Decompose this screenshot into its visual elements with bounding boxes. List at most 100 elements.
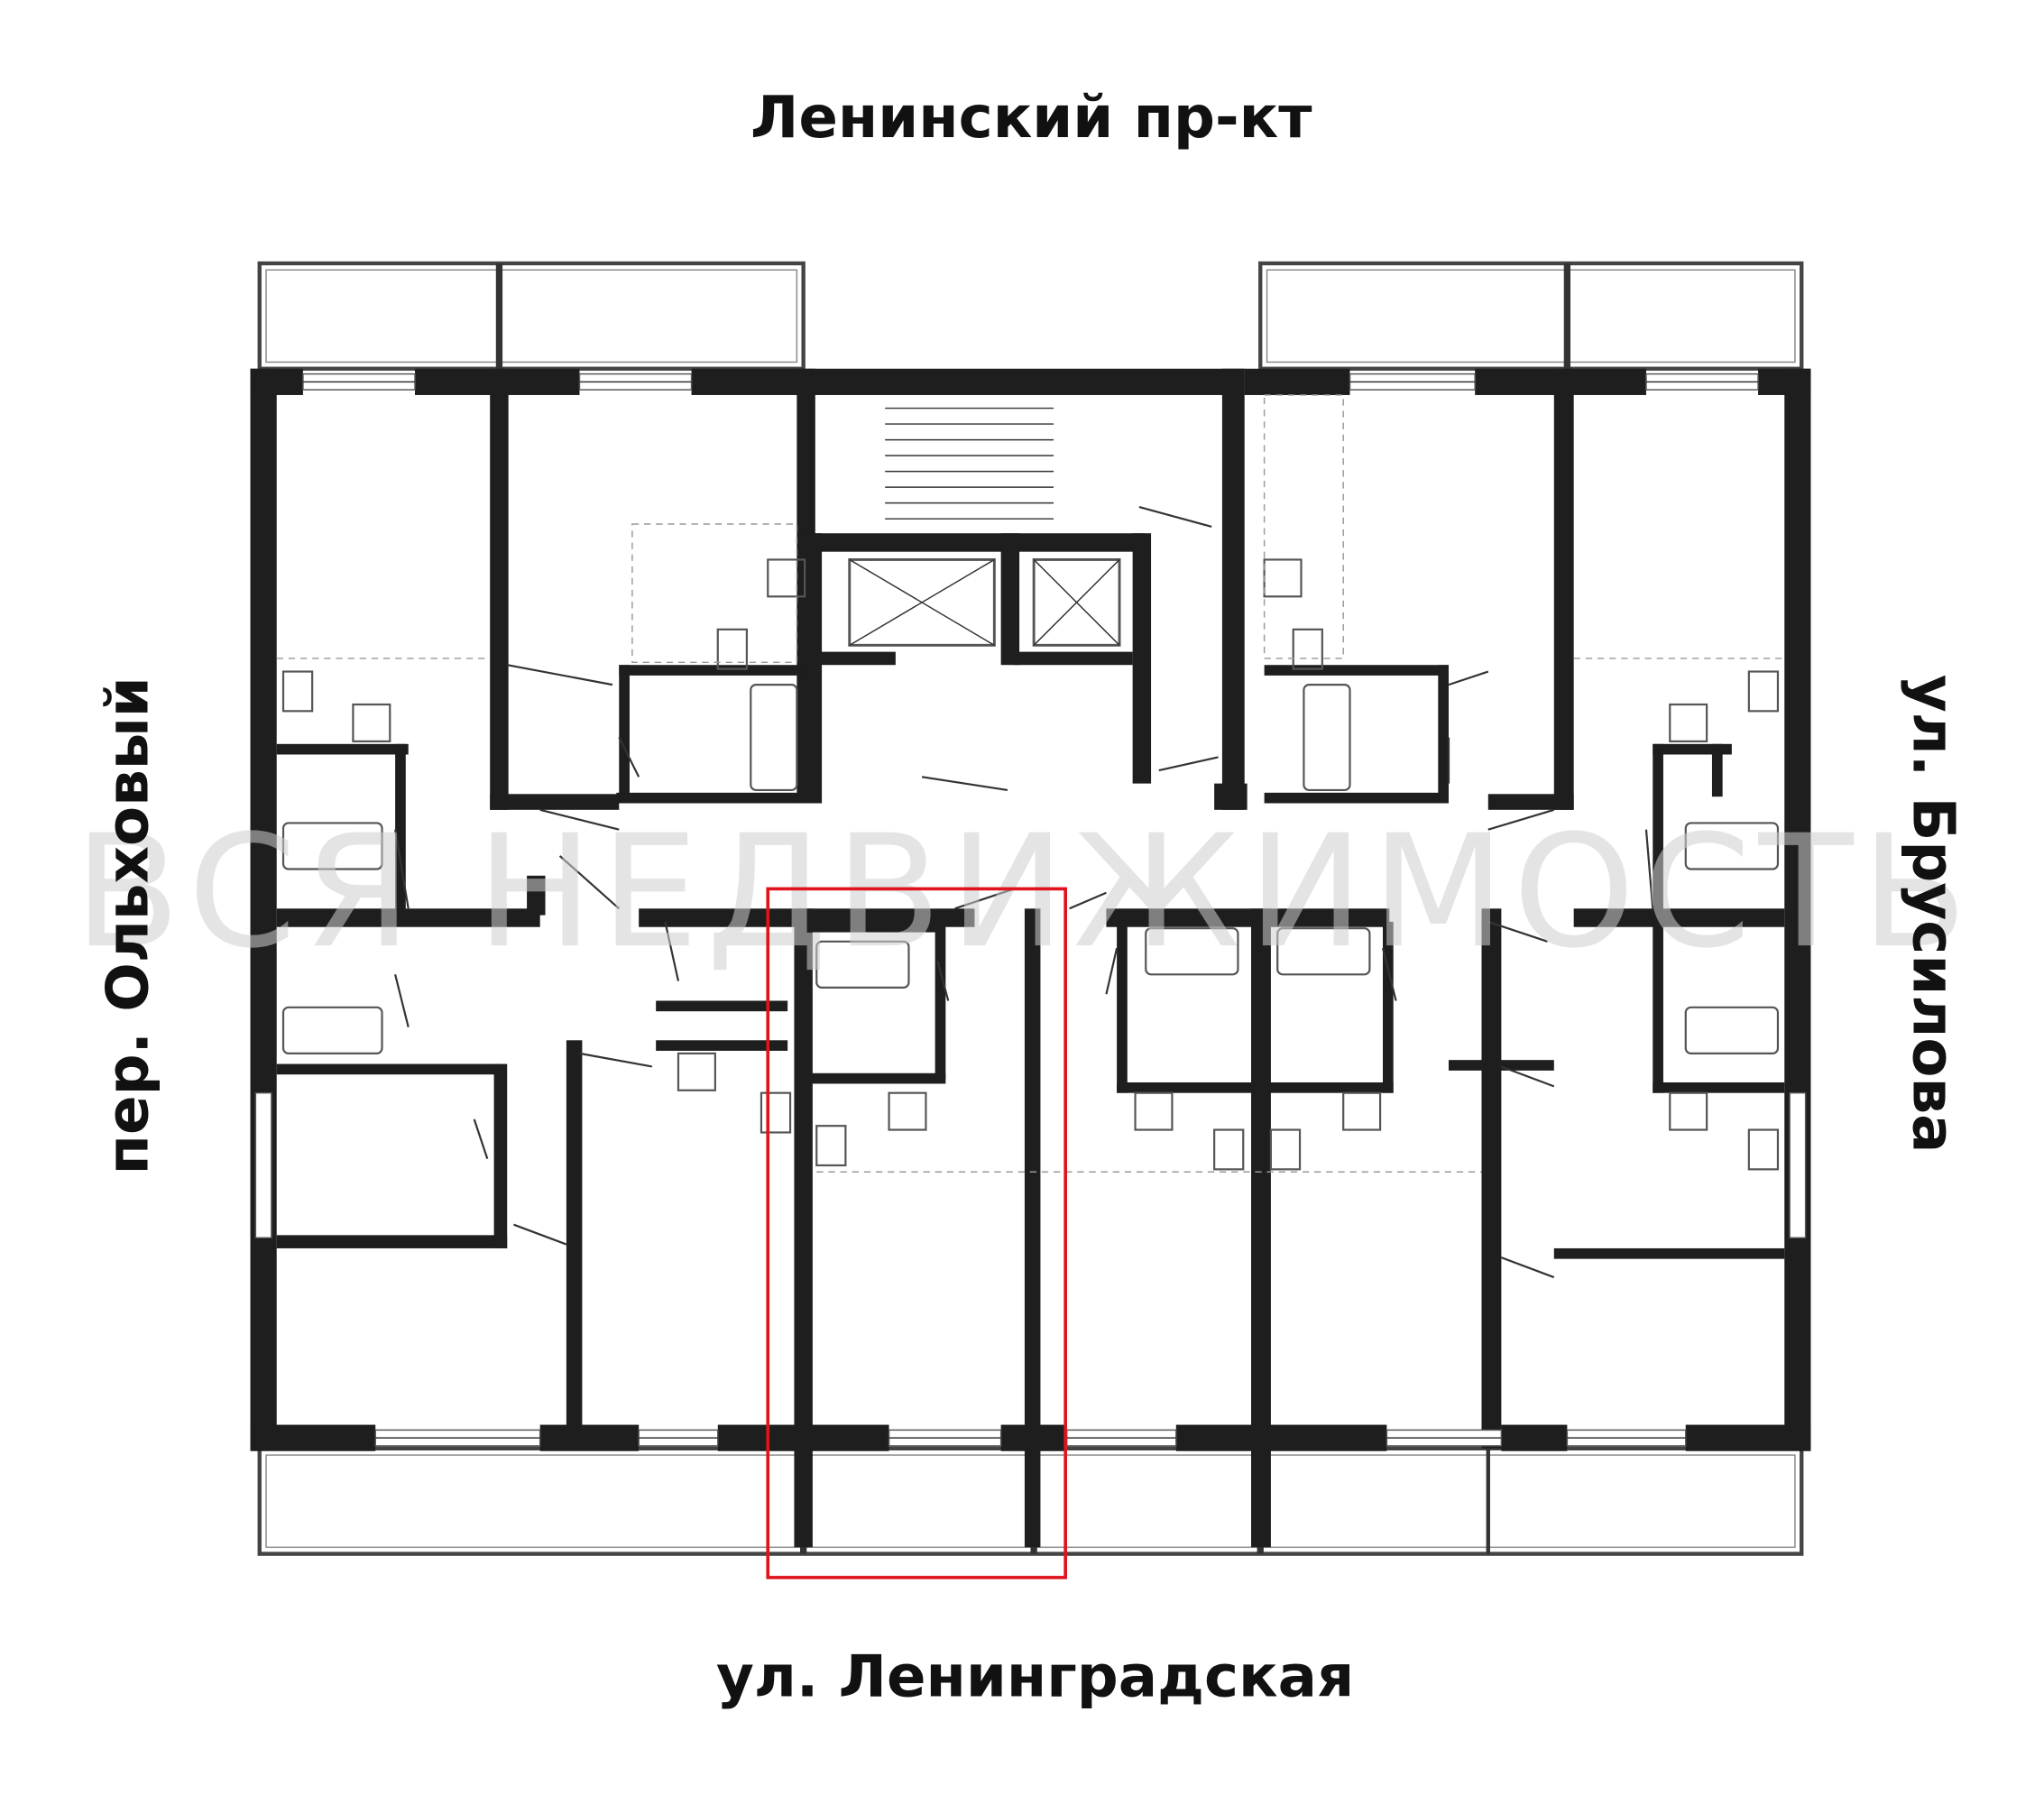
selected-apartment-highlight[interactable] xyxy=(766,887,1067,1579)
door-swing xyxy=(1381,947,1397,1001)
wall xyxy=(809,651,896,666)
wall xyxy=(1553,1247,1785,1259)
door-swing xyxy=(579,1052,652,1068)
wall xyxy=(250,368,277,1449)
door-swing xyxy=(954,888,1015,910)
wall xyxy=(1438,665,1449,797)
stove xyxy=(1263,558,1303,598)
wall xyxy=(1553,368,1574,810)
street-label-top: Ленинский пр-кт xyxy=(750,84,1312,152)
stove xyxy=(1134,1091,1174,1131)
stove xyxy=(1342,1091,1382,1131)
wall xyxy=(1653,743,1663,922)
wall xyxy=(1573,908,1785,927)
street-label-left: пер. Ольховый xyxy=(95,676,162,1174)
wall xyxy=(1000,533,1020,666)
wall xyxy=(395,743,406,916)
door-swing xyxy=(664,921,680,981)
wall xyxy=(1501,1424,1568,1451)
street-label-right: ул. Брусилова xyxy=(1899,675,1966,1154)
wall xyxy=(276,1063,501,1075)
window xyxy=(1789,1091,1807,1238)
walls xyxy=(250,368,1811,1548)
wall xyxy=(619,665,804,676)
balcony xyxy=(1258,261,1804,371)
door-swing xyxy=(394,974,410,1027)
wall xyxy=(1653,743,1732,755)
wall xyxy=(803,533,1146,552)
wall xyxy=(1264,792,1449,804)
door-swing xyxy=(618,737,640,778)
sink xyxy=(1292,628,1323,670)
wall xyxy=(616,792,801,804)
wall xyxy=(1106,908,1390,927)
wall xyxy=(1481,908,1502,1449)
wall xyxy=(1448,1060,1554,1071)
balcony xyxy=(257,261,806,371)
bathtub xyxy=(1303,684,1351,792)
bathtub xyxy=(815,940,910,989)
bathtub xyxy=(750,684,798,792)
door-swing xyxy=(1644,829,1654,909)
door-swing xyxy=(936,961,950,1001)
door-swing xyxy=(1487,808,1555,831)
sink xyxy=(760,1091,792,1134)
elevator-cross xyxy=(849,558,995,646)
elevator xyxy=(848,557,996,647)
door-swing xyxy=(394,829,410,909)
stove xyxy=(677,1052,716,1091)
door-swing xyxy=(1138,505,1212,528)
stove xyxy=(352,703,391,742)
bathtub xyxy=(1145,927,1239,976)
stove xyxy=(1669,703,1708,742)
door-swing xyxy=(558,855,621,910)
fixtures xyxy=(276,394,1785,1279)
wall xyxy=(490,794,620,810)
bathtub xyxy=(281,822,383,870)
door-swing xyxy=(1158,756,1219,772)
wall xyxy=(1685,1424,1811,1451)
wall xyxy=(803,921,942,933)
wall xyxy=(1221,368,1245,810)
wall xyxy=(566,1040,583,1436)
wall xyxy=(1132,533,1152,784)
sink xyxy=(1269,1128,1302,1171)
wall xyxy=(250,1424,376,1451)
bathtub xyxy=(1684,822,1780,870)
wall xyxy=(656,1040,788,1051)
watermark: ВСЯ НЕДВИЖИМОСТЬ xyxy=(74,801,1970,982)
window xyxy=(254,1091,272,1238)
wall xyxy=(619,665,630,797)
wall xyxy=(1117,921,1128,1093)
wall xyxy=(1251,908,1271,1548)
door-swing xyxy=(539,808,620,831)
wall xyxy=(276,743,409,755)
wall xyxy=(1487,794,1574,810)
wall xyxy=(1244,368,1350,395)
wall xyxy=(1758,368,1811,395)
wall xyxy=(1653,1082,1785,1093)
sink xyxy=(815,1125,847,1167)
wall xyxy=(539,1424,640,1451)
door-swing xyxy=(921,776,1008,791)
door-swing xyxy=(513,1223,567,1246)
sink xyxy=(1213,1128,1245,1171)
bathtub xyxy=(1684,1006,1780,1054)
windows xyxy=(254,373,1807,1447)
door-swing xyxy=(473,1118,489,1160)
stove xyxy=(1669,1091,1708,1131)
sink xyxy=(1747,1128,1780,1171)
elevator-cross xyxy=(1033,558,1120,646)
door-swing xyxy=(1487,920,1548,943)
street-label-bottom: ул. Ленинградская xyxy=(716,1643,1354,1710)
wall xyxy=(1175,1424,1387,1451)
door-swing xyxy=(1501,1256,1555,1279)
wall xyxy=(794,908,813,1548)
kitchen-zone xyxy=(1263,394,1344,659)
wall xyxy=(803,533,823,804)
wall xyxy=(276,908,540,927)
door-swing xyxy=(1105,947,1119,995)
kitchen-zone xyxy=(631,523,798,664)
bathtub xyxy=(281,1006,383,1054)
